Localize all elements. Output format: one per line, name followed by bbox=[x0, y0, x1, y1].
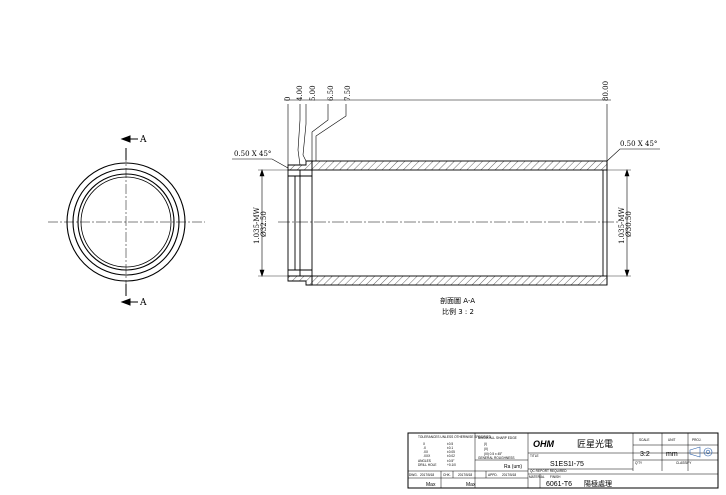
finish-label: FINISH bbox=[550, 475, 561, 479]
tol-row-4-dec: ANGLES bbox=[418, 459, 431, 463]
appd-label: APPD. bbox=[488, 473, 498, 477]
dim-left-tol: 1.035-MW bbox=[253, 206, 261, 244]
max-2: Max bbox=[466, 482, 476, 488]
tol-row-3-dec: .XXX bbox=[423, 454, 431, 458]
title-block-text: TOLERANCES UNLESS OTHERWISE SPECIFIED X … bbox=[409, 435, 702, 488]
section-cut-markers bbox=[120, 135, 138, 306]
part-number: S1ES1I-75 bbox=[550, 461, 584, 468]
dim-top-4: 7.50 bbox=[344, 85, 352, 101]
section-label-top: A bbox=[139, 135, 147, 145]
top-dimension-leaders bbox=[284, 99, 611, 166]
edge-i: (I) bbox=[484, 442, 487, 446]
roughness-unit: Ra (um) bbox=[504, 464, 522, 470]
top-dimension-values: 0 4.00 5.00 6.50 7.50 80.00 bbox=[284, 81, 610, 101]
proj-header: PROJ. bbox=[692, 438, 702, 442]
chamfer-right-label: 0.50 X 45° bbox=[620, 140, 657, 148]
dim-left-dia: Ø32.50 bbox=[260, 211, 268, 237]
edge-iii: (III) 0.5 x 45° bbox=[484, 452, 503, 456]
class-label: CLASSIFY bbox=[676, 461, 692, 465]
chamfer-callouts bbox=[232, 148, 660, 169]
chk-label: CHK. bbox=[443, 473, 451, 477]
qty-label: Q'TY bbox=[635, 461, 643, 465]
end-view-centerlines bbox=[48, 152, 205, 292]
material-label: MATERIAL bbox=[529, 475, 545, 479]
unit-value: mm bbox=[666, 451, 678, 458]
projection-symbol-icon bbox=[689, 446, 713, 458]
title-label: TITLE bbox=[530, 454, 539, 458]
section-view bbox=[278, 160, 618, 286]
date-2: 2017/5/18 bbox=[458, 473, 472, 477]
tol-row-0-dec: X bbox=[423, 442, 426, 446]
material-value: 6061-T6 bbox=[546, 481, 572, 488]
finish-value: 陽極處理 bbox=[584, 479, 612, 488]
date-3: 2017/5/18 bbox=[502, 473, 516, 477]
date-1: 2017/5/18 bbox=[420, 473, 434, 477]
qc-label: QC REPORT REQUIRED bbox=[530, 469, 567, 473]
tol-row-4-val: ±0.5° bbox=[447, 459, 455, 463]
scale-value: 3:2 bbox=[640, 451, 650, 458]
scale-header: SCALE bbox=[639, 438, 649, 442]
dim-right-tol: 1.035-MW bbox=[618, 206, 626, 244]
dwg-label: DWG. bbox=[409, 473, 418, 477]
tol-row-2-val: ±0.05 bbox=[447, 450, 455, 454]
company-name: 匠星光電 bbox=[577, 438, 613, 449]
tol-row-5-dec: DRILL HOLE bbox=[418, 463, 436, 467]
edge-header: BREAK ALL SHARP EDGE bbox=[478, 436, 517, 440]
dim-right-dia: Ø30.50 bbox=[625, 211, 633, 237]
tol-row-5-val: +0.1/0 bbox=[447, 463, 456, 467]
dim-top-5: 80.00 bbox=[602, 81, 610, 101]
max-1: Max bbox=[426, 482, 436, 488]
dim-top-0: 0 bbox=[284, 97, 292, 101]
tolerance-header: TOLERANCES UNLESS OTHERWISE SPECIFIED bbox=[418, 435, 492, 439]
tol-row-3-val: ±0.02 bbox=[447, 454, 455, 458]
tol-row-1-dec: .X bbox=[423, 446, 427, 450]
chamfer-left-label: 0.50 X 45° bbox=[234, 150, 271, 158]
tol-row-1-val: ±0.1 bbox=[447, 446, 453, 450]
tol-row-0-val: ±0.5 bbox=[447, 442, 453, 446]
section-caption: 剖面圖 A-A bbox=[440, 296, 475, 305]
tol-row-2-dec: .XX bbox=[423, 450, 429, 454]
scale-caption: 比例 3 : 2 bbox=[442, 307, 474, 316]
dim-top-3: 6.50 bbox=[327, 85, 335, 101]
diameter-dims bbox=[258, 169, 631, 277]
title-block bbox=[407, 432, 719, 489]
dim-top-1: 4.00 bbox=[296, 85, 304, 101]
section-label-bottom: A bbox=[139, 298, 147, 308]
unit-header: UNIT bbox=[668, 438, 675, 442]
company-logo: OHM bbox=[533, 439, 555, 449]
dim-top-2: 5.00 bbox=[309, 85, 317, 101]
roughness-header: GENERAL ROUGHNESS bbox=[478, 456, 515, 460]
edge-ii: (II) bbox=[484, 447, 488, 451]
